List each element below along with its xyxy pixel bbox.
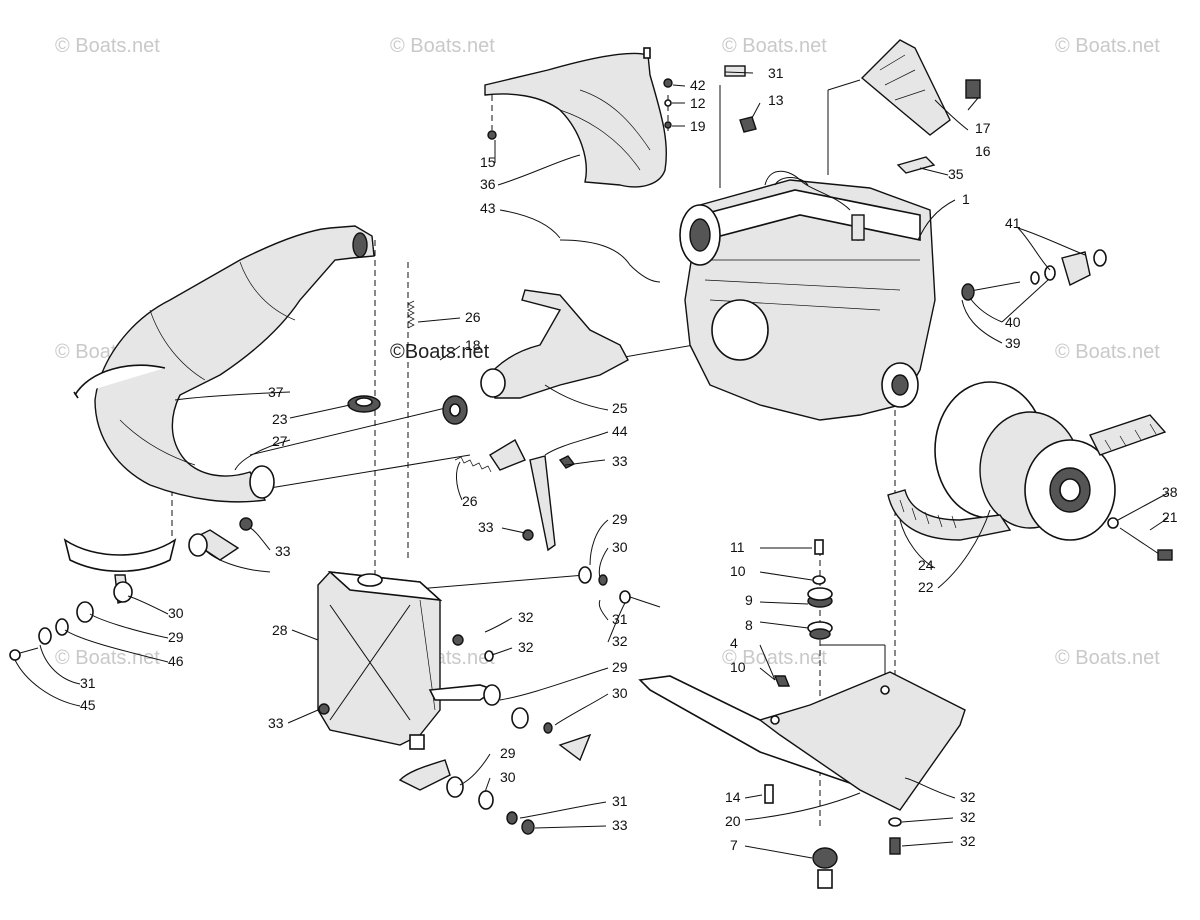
callout-label: 31 — [612, 793, 628, 809]
callout-label: 16 — [975, 143, 991, 159]
callout-label: 30 — [612, 539, 628, 555]
callout-label: 4 — [730, 635, 738, 651]
watermark: © Boats.net — [722, 35, 827, 57]
callout-label: 31 — [768, 65, 784, 81]
callout-label: 32 — [960, 833, 976, 849]
callout-label: 46 — [168, 653, 184, 669]
callout-label: 26 — [462, 493, 478, 509]
exhaust-manifold — [442, 289, 629, 425]
callout-label: 14 — [725, 789, 741, 805]
watermark: © Boats.net — [722, 647, 827, 669]
callout-label: 18 — [465, 337, 481, 353]
callout-label: 26 — [465, 309, 481, 325]
mount-stack — [764, 539, 902, 889]
muffler-strap — [63, 517, 253, 604]
callout-label: 32 — [960, 789, 976, 805]
callout-label: 42 — [690, 77, 706, 93]
callout-label: 20 — [725, 813, 741, 829]
callout-label: 33 — [612, 453, 628, 469]
oil-tank — [317, 570, 497, 750]
bracket-arm-center — [489, 439, 576, 552]
callout-label: 10 — [730, 563, 746, 579]
wire-harness — [559, 239, 661, 283]
callout-label: 19 — [690, 118, 706, 134]
callout-label: 31 — [612, 611, 628, 627]
callout-label: 33 — [612, 817, 628, 833]
exhaust-seal — [347, 395, 381, 413]
callout-label: 41 — [1005, 215, 1021, 231]
callout-label: 44 — [612, 423, 628, 439]
callout-label: 8 — [745, 617, 753, 633]
watermark: © Boats.net — [1055, 341, 1160, 363]
callout-label: 27 — [272, 433, 288, 449]
watermark: © Boats.net — [55, 647, 160, 669]
callout-label: 33 — [275, 543, 291, 559]
callout-label: 43 — [480, 200, 496, 216]
callout-label: 33 — [268, 715, 284, 731]
small-hardware-top — [487, 65, 936, 174]
callout-label: 45 — [80, 697, 96, 713]
callout-label: 15 — [480, 154, 496, 170]
callout-label: 40 — [1005, 314, 1021, 330]
callout-label: 37 — [268, 384, 284, 400]
clutch — [934, 381, 1116, 541]
callout-label: 11 — [730, 539, 745, 555]
callout-label: 9 — [745, 592, 753, 608]
callout-label: 30 — [612, 685, 628, 701]
clutch-bolt — [1107, 517, 1173, 561]
callout-label: 39 — [1005, 335, 1021, 351]
watermark: © Boats.net — [55, 35, 160, 57]
engine — [679, 170, 936, 421]
callout-label: 21 — [1162, 509, 1178, 525]
callout-label: 30 — [168, 605, 184, 621]
callout-label: 31 — [80, 675, 96, 691]
drive-belt — [887, 414, 1167, 541]
callout-label: 32 — [518, 639, 534, 655]
mount-hardware-right — [961, 249, 1107, 301]
callout-label: 12 — [690, 95, 706, 111]
callout-label: 10 — [730, 659, 746, 675]
left-hardware — [9, 601, 94, 661]
watermark: © Boats.net — [1055, 647, 1160, 669]
callout-label: 1 — [962, 191, 970, 207]
leader-lines — [14, 71, 1169, 859]
callout-label: 7 — [730, 837, 738, 853]
callout-label: 33 — [478, 519, 494, 535]
callout-label: 17 — [975, 120, 991, 136]
watermark: © Boats.net — [390, 35, 495, 57]
callout-label: 22 — [918, 579, 934, 595]
callout-label: 30 — [500, 769, 516, 785]
callout-label: 35 — [948, 166, 964, 182]
callout-label: 29 — [500, 745, 516, 761]
callout-label: 24 — [918, 557, 934, 573]
callout-label: 32 — [518, 609, 534, 625]
callout-label: 32 — [612, 633, 628, 649]
callout-label: 13 — [768, 92, 784, 108]
watermark: ©Boats.net — [390, 341, 490, 363]
callout-labels: 1 31 13 32 32 32 7 8 9 10 10 11 12 4 14 … — [80, 65, 1178, 853]
spacers-right-of-tank — [318, 566, 661, 835]
engine-mount-bracket — [860, 39, 981, 136]
callout-label: 29 — [168, 629, 184, 645]
belt-guard — [484, 47, 668, 188]
callout-label: 32 — [960, 809, 976, 825]
watermark: © Boats.net — [1055, 35, 1160, 57]
callout-label: 38 — [1162, 484, 1178, 500]
callout-label: 29 — [612, 659, 628, 675]
callout-label: 25 — [612, 400, 628, 416]
muffler — [73, 225, 375, 503]
callout-label: 36 — [480, 176, 496, 192]
engine-plate — [638, 671, 966, 811]
callout-label: 29 — [612, 511, 628, 527]
callout-label: 23 — [272, 411, 288, 427]
springs — [407, 300, 492, 473]
callout-label: 28 — [272, 622, 288, 638]
